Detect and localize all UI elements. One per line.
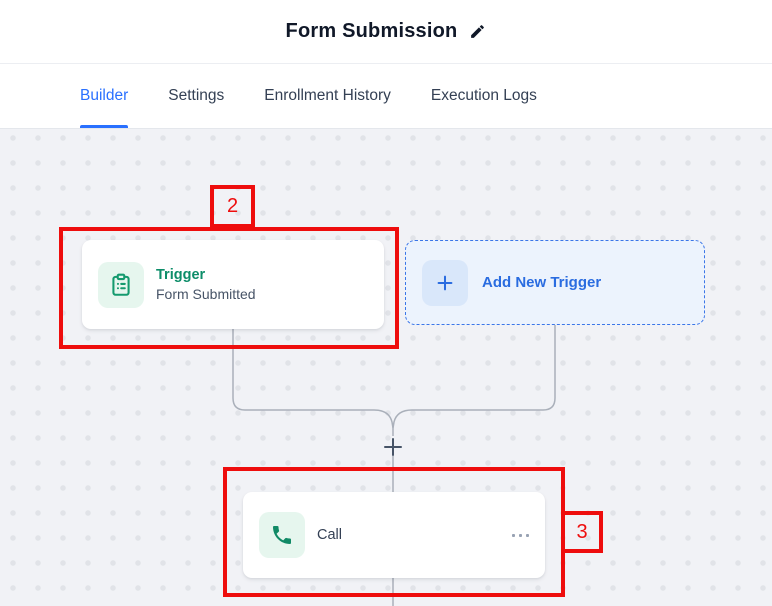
trigger-node-texts: Trigger Form Submitted <box>156 267 256 302</box>
ellipsis-icon[interactable] <box>512 533 529 537</box>
tab-execution-logs[interactable]: Execution Logs <box>431 64 537 128</box>
clipboard-list-icon <box>98 261 144 308</box>
annotation-label-3: 3 <box>561 511 603 553</box>
tab-builder[interactable]: Builder <box>80 64 129 128</box>
phone-icon <box>259 512 305 558</box>
add-step-plus-icon[interactable] <box>384 438 402 456</box>
connector-lines <box>232 325 556 606</box>
edit-title-button[interactable] <box>469 23 486 40</box>
call-node-label: Call <box>317 527 342 543</box>
add-new-trigger-button[interactable]: Add New Trigger <box>405 240 705 325</box>
tab-settings[interactable]: Settings <box>168 64 224 128</box>
annotation-label-2: 2 <box>210 185 255 228</box>
tab-bar: Builder Settings Enrollment History Exec… <box>0 64 772 129</box>
tab-enrollment-history[interactable]: Enrollment History <box>264 64 391 128</box>
workflow-canvas: Trigger Form Submitted Add New Trigger C… <box>0 129 772 606</box>
plus-icon <box>422 259 468 306</box>
add-new-trigger-label: Add New Trigger <box>482 274 602 291</box>
page-title: Form Submission <box>285 20 458 42</box>
trigger-node-subtitle: Form Submitted <box>156 286 256 302</box>
annotation-box-2 <box>59 227 399 349</box>
annotation-box-3 <box>223 467 565 597</box>
trigger-node-card[interactable]: Trigger Form Submitted <box>82 240 384 329</box>
trigger-node-title: Trigger <box>156 267 206 283</box>
title-bar: Form Submission <box>0 0 772 64</box>
call-node-card[interactable]: Call <box>243 492 545 578</box>
pencil-icon <box>469 23 486 40</box>
